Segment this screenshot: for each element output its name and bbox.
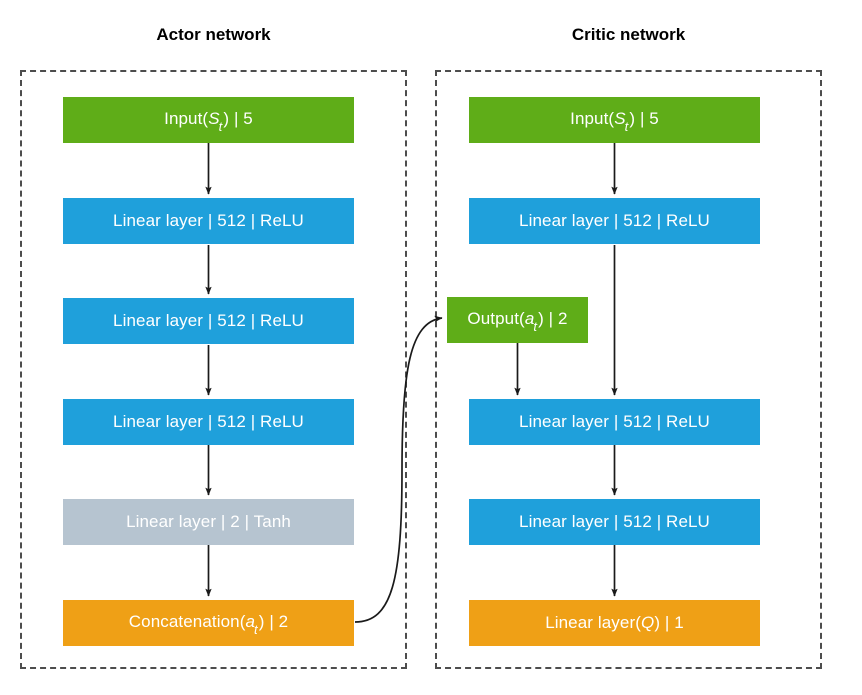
- critic-q-output-label: Linear layer(Q) | 1: [545, 613, 684, 632]
- critic-action-input-label: Output(at) | 2: [467, 308, 568, 335]
- critic-hidden-layer-3[interactable]: Linear layer | 512 | ReLU: [469, 499, 760, 545]
- critic-hidden-layer-1-label: Linear layer | 512 | ReLU: [519, 211, 710, 230]
- actor-hidden-layer-3-label: Linear layer | 512 | ReLU: [113, 412, 304, 431]
- critic-hidden-layer-1[interactable]: Linear layer | 512 | ReLU: [469, 198, 760, 244]
- actor-hidden-layer-1-label: Linear layer | 512 | ReLU: [113, 211, 304, 230]
- actor-input-label: Input(St) | 5: [164, 108, 253, 135]
- critic-action-input-node[interactable]: Output(at) | 2: [447, 297, 588, 343]
- actor-tanh-layer-label: Linear layer | 2 | Tanh: [126, 512, 291, 531]
- critic-q-output-node[interactable]: Linear layer(Q) | 1: [469, 600, 760, 646]
- actor-network-title: Actor network: [156, 25, 271, 44]
- critic-hidden-layer-2[interactable]: Linear layer | 512 | ReLU: [469, 399, 760, 445]
- critic-input-label: Input(St) | 5: [570, 108, 659, 135]
- actor-hidden-layer-2-label: Linear layer | 512 | ReLU: [113, 311, 304, 330]
- actor-hidden-layer-1[interactable]: Linear layer | 512 | ReLU: [63, 198, 354, 244]
- actor-concatenation-node[interactable]: Concatenation(at) | 2: [63, 600, 354, 646]
- actor-hidden-layer-2[interactable]: Linear layer | 512 | ReLU: [63, 298, 354, 344]
- critic-hidden-layer-2-label: Linear layer | 512 | ReLU: [519, 412, 710, 431]
- critic-network-frame: [435, 70, 822, 669]
- actor-input-node[interactable]: Input(St) | 5: [63, 97, 354, 143]
- actor-tanh-layer[interactable]: Linear layer | 2 | Tanh: [63, 499, 354, 545]
- actor-network-frame: [20, 70, 407, 669]
- actor-concatenation-label: Concatenation(at) | 2: [128, 611, 289, 638]
- critic-network-title: Critic network: [571, 25, 686, 44]
- actor-hidden-layer-3[interactable]: Linear layer | 512 | ReLU: [63, 399, 354, 445]
- critic-hidden-layer-3-label: Linear layer | 512 | ReLU: [519, 512, 710, 531]
- critic-input-node[interactable]: Input(St) | 5: [469, 97, 760, 143]
